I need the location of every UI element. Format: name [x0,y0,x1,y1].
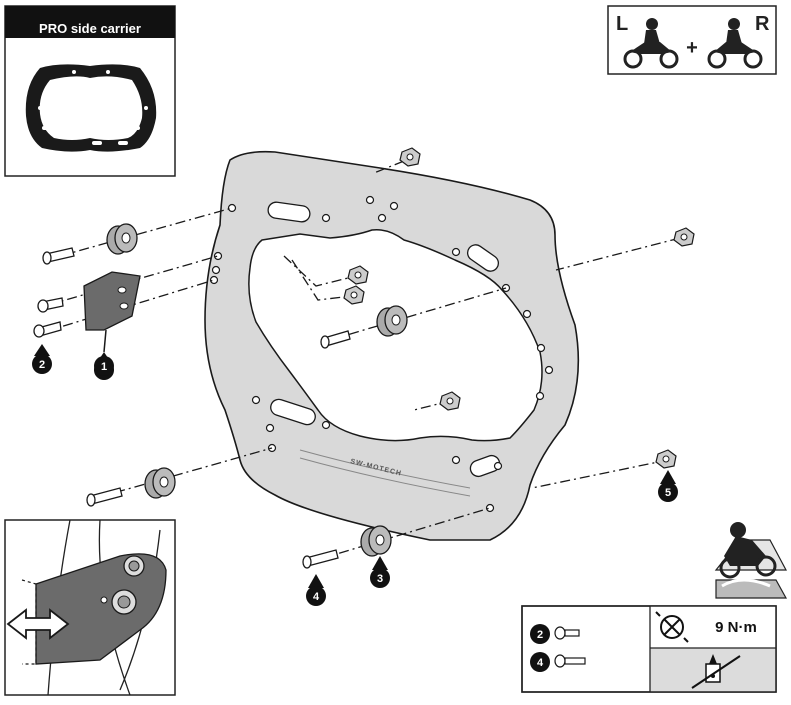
motorcycle-rider-right-icon [707,18,763,69]
callout-5: 5 [658,470,678,502]
inset-title: PRO side carrier [39,21,141,36]
side-carrier-frame: SW-MOTECH [204,150,580,541]
rider-on-road-icon [714,522,788,599]
carrier-slot [267,201,501,478]
torque-row-callout-4: 4 [530,652,586,672]
adapter-bracket [83,271,141,331]
bolt [86,487,123,507]
plus-sign: + [686,37,698,59]
bolt [33,321,62,338]
torque-table: 2 4 9 N·m [521,605,777,693]
svg-text:4: 4 [537,657,544,669]
bolt [320,330,351,349]
bolt [37,297,64,313]
torque-row-callout-2: 2 [530,624,580,644]
nut [439,391,461,411]
inset-carrier-frame [25,64,157,152]
svg-text:1: 1 [101,361,107,373]
detail-inset [4,519,176,696]
carrier-holes [209,195,554,513]
svg-text:2: 2 [537,629,543,641]
no-threadlocker-icon [691,654,741,689]
torque-value: 9 N·m [715,619,757,636]
left-side-letter: L [616,13,628,35]
adjust-direction-arrow-icon [6,608,70,640]
torque-wrench-icon [655,611,689,643]
nut [343,285,365,305]
bolt [302,549,339,569]
callout-1: 1 [94,329,114,381]
svg-text:2: 2 [39,359,45,371]
spacer [376,305,408,337]
svg-text:3: 3 [377,573,383,585]
callout-3: 3 [370,556,390,588]
left-right-side-icon: L R + [607,5,777,75]
spacer [106,223,138,255]
spacer [144,467,176,499]
nut [673,227,695,247]
inset-pro-side-carrier: PRO side carrier [4,5,176,177]
spacer [360,525,392,557]
svg-text:4: 4 [313,591,320,603]
nut [347,265,369,285]
short-bolt-icon [554,626,580,640]
right-side-letter: R [755,13,770,35]
nut [655,449,677,469]
long-bolt-icon [554,654,586,668]
callout-4: 4 [306,574,326,606]
nut [399,147,421,167]
motorcycle-rider-left-icon [623,18,679,69]
callout-2: 2 [32,344,52,374]
bolt [42,247,75,265]
svg-text:5: 5 [665,487,671,499]
